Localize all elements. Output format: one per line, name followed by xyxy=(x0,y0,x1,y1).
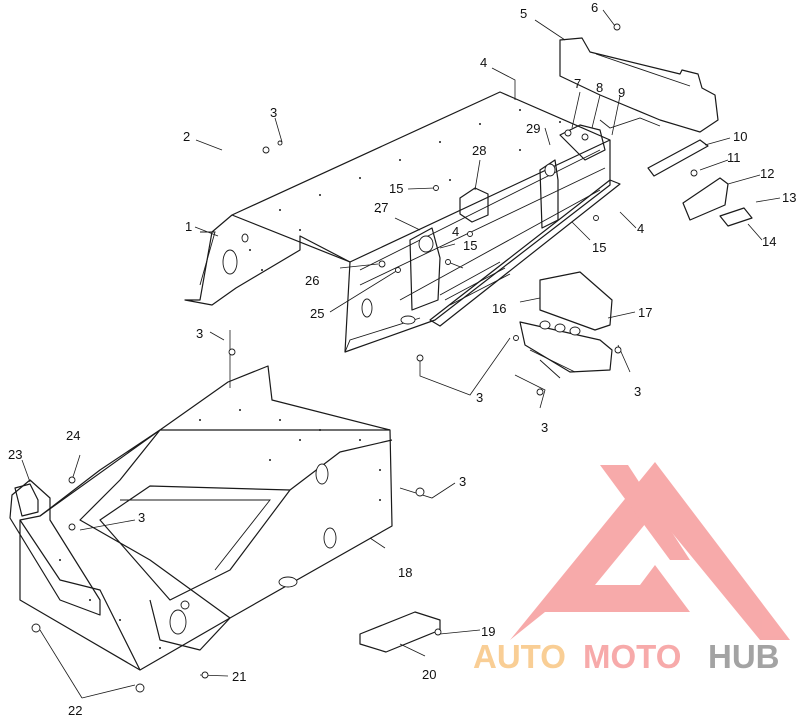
rivet-dots-lower xyxy=(59,409,381,649)
watermark-moto: MOTO xyxy=(583,638,681,675)
callout-29: 29 xyxy=(526,121,540,136)
bracket-12 xyxy=(682,177,729,221)
callout-9: 9 xyxy=(618,85,625,100)
callout-28: 28 xyxy=(472,143,486,158)
watermark-hub: HUB xyxy=(708,638,780,675)
watermark-auto: AUTO xyxy=(473,638,566,675)
callout-16: 16 xyxy=(492,301,506,316)
callout-3: 3 xyxy=(541,420,548,435)
callout-14: 14 xyxy=(762,234,776,249)
side-arm-22 xyxy=(9,479,101,616)
bracket-10 xyxy=(647,139,709,177)
callout-3: 3 xyxy=(476,390,483,405)
rear-bumper-plate xyxy=(559,37,719,133)
callout-15: 15 xyxy=(463,238,477,253)
callout-3: 3 xyxy=(138,510,145,525)
callout-23: 23 xyxy=(8,447,22,462)
callout-24: 24 xyxy=(66,428,80,443)
callout-4: 4 xyxy=(480,55,487,70)
callout-8: 8 xyxy=(596,80,603,95)
bracket-23 xyxy=(14,483,39,517)
callout-22: 22 xyxy=(68,703,82,718)
callout-18: 18 xyxy=(398,565,412,580)
callout-15: 15 xyxy=(389,181,403,196)
callout-3: 3 xyxy=(634,384,641,399)
callout-labels: 1 2 3 4 4 4 5 6 7 8 9 10 11 12 13 14 15 … xyxy=(8,0,796,718)
callout-25: 25 xyxy=(310,306,324,321)
tunnel-lower-part xyxy=(19,365,393,671)
callout-17: 17 xyxy=(638,305,652,320)
callout-4: 4 xyxy=(452,224,459,239)
callout-10: 10 xyxy=(733,129,747,144)
watermark-logo: AUTO MOTO HUB xyxy=(473,462,790,675)
plate-29 xyxy=(539,159,559,229)
callout-4: 4 xyxy=(637,221,644,236)
bracket-9 xyxy=(559,124,606,161)
fasteners xyxy=(31,23,622,693)
rivet-dots-upper xyxy=(249,109,561,271)
callout-19: 19 xyxy=(481,624,495,639)
callout-6: 6 xyxy=(591,0,598,15)
plate-27 xyxy=(409,227,441,311)
watermark-inner-mark xyxy=(600,465,690,560)
callout-3: 3 xyxy=(270,105,277,120)
callout-11: 11 xyxy=(727,150,741,165)
leader-lines xyxy=(21,9,781,699)
plate-14 xyxy=(719,207,753,227)
callout-15: 15 xyxy=(592,240,606,255)
callout-5: 5 xyxy=(520,6,527,21)
callout-3: 3 xyxy=(196,326,203,341)
bracket-28 xyxy=(459,187,489,223)
watermark-triangle-mark xyxy=(510,462,790,640)
callout-2: 2 xyxy=(183,129,190,144)
callout-21: 21 xyxy=(232,669,246,684)
callout-27: 27 xyxy=(374,200,388,215)
callout-1: 1 xyxy=(185,219,192,234)
rail-4 xyxy=(429,179,621,327)
callout-3: 3 xyxy=(459,474,466,489)
bracket-20 xyxy=(359,611,441,653)
callout-20: 20 xyxy=(422,667,436,682)
callout-26: 26 xyxy=(305,273,319,288)
callout-12: 12 xyxy=(760,166,774,181)
callout-13: 13 xyxy=(782,190,796,205)
callout-7: 7 xyxy=(574,76,581,91)
hitch-bracket-assembly xyxy=(519,271,613,379)
